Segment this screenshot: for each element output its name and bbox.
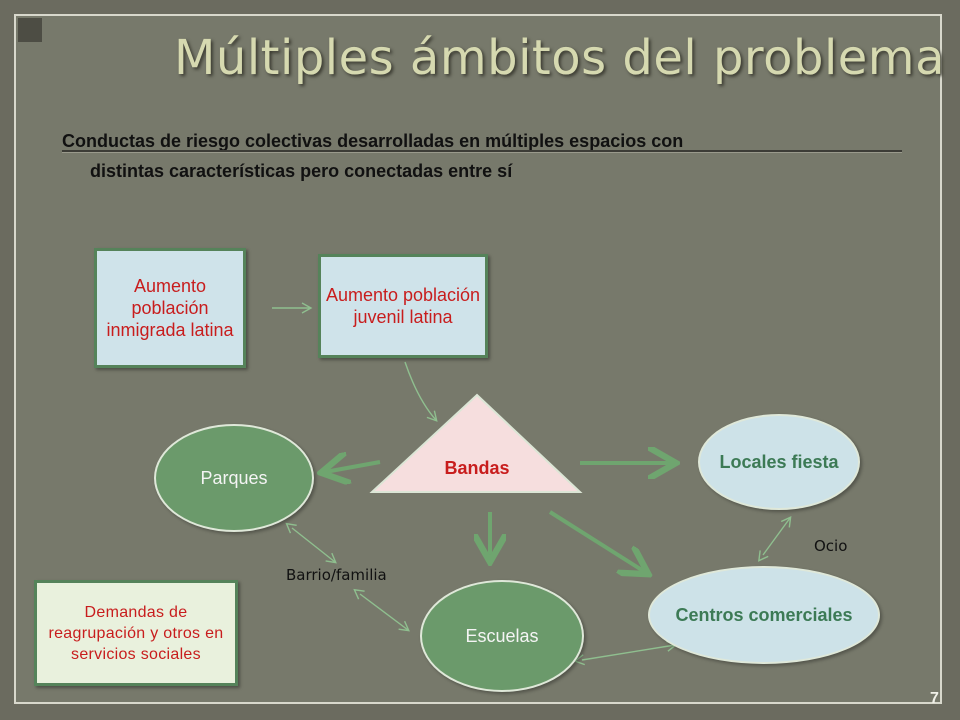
node-poblacion-juvenil: Aumento población juvenil latina bbox=[318, 254, 488, 358]
arrow-escuelas-centros bbox=[573, 640, 678, 666]
arrow-centros-locales bbox=[758, 516, 792, 562]
subtitle-line-1: Conductas de riesgo colectivas desarroll… bbox=[62, 131, 684, 151]
label-barrio-familia: Barrio/familia bbox=[286, 566, 387, 584]
page-number: 7 bbox=[930, 690, 939, 707]
subtitle-line-2: distintas características pero conectada… bbox=[90, 161, 513, 181]
node-bandas-label: Bandas bbox=[444, 458, 510, 478]
node-locales-fiesta: Locales fiesta bbox=[698, 414, 860, 510]
arrow-bandas-parques bbox=[325, 462, 381, 472]
corner-decoration bbox=[18, 18, 42, 42]
bandas-triangle bbox=[369, 393, 583, 493]
node-parques: Parques bbox=[154, 424, 314, 532]
arrow-juvenil-bandas bbox=[404, 361, 438, 422]
node-demandas: Demandas de reagrupación y otros en serv… bbox=[34, 580, 238, 686]
slide-title: Múltiples ámbitos del problema bbox=[174, 30, 945, 86]
node-poblacion-inmigrada: Aumento población inmigrada latina bbox=[94, 248, 246, 368]
arrow-barrio-escuelas bbox=[353, 588, 410, 632]
node-escuelas: Escuelas bbox=[420, 580, 584, 692]
node-centros-comerciales: Centros comerciales bbox=[648, 566, 880, 664]
subtitle-underline bbox=[62, 150, 902, 152]
arrow-parques-barrio bbox=[285, 522, 337, 564]
label-ocio: Ocio bbox=[814, 537, 848, 555]
slide-subtitle: Conductas de riesgo colectivas desarroll… bbox=[62, 126, 912, 186]
arrow-bandas-centros bbox=[548, 510, 645, 572]
